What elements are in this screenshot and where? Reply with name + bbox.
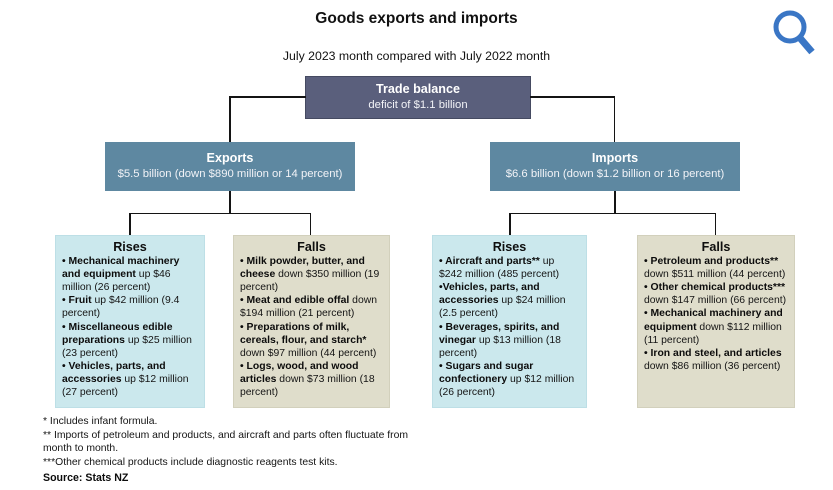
list-item: • Other chemical products*** down $147 m… — [644, 282, 787, 307]
exports-rises-list: • Mechanical machinery and equipment up … — [62, 255, 198, 399]
footnote: * Includes infant formula. — [43, 416, 158, 427]
imports-falls-box: Falls • Petroleum and products** down $5… — [637, 235, 795, 408]
page-title: Goods exports and imports — [315, 10, 518, 27]
connector-exports-hbar — [129, 212, 311, 214]
list-item: • Iron and steel, and articles down $86 … — [644, 347, 782, 372]
connector-trade-to-exports-h — [229, 96, 306, 98]
connector-imports-hbar — [509, 212, 716, 214]
imports-rises-title: Rises — [492, 240, 527, 254]
list-item: • Mechanical machinery and equipment dow… — [644, 308, 783, 346]
connector-trade-to-imports-h — [530, 96, 615, 98]
imports-falls-title: Falls — [701, 240, 731, 254]
list-item: •Vehicles, parts, and accessories up $24… — [439, 282, 566, 320]
list-item: • Fruit up $42 million (9.4 percent) — [62, 295, 180, 320]
exports-falls-title: Falls — [297, 240, 326, 254]
exports-rises-box: Rises • Mechanical machinery and equipme… — [55, 235, 205, 408]
list-item: • Meat and edible offal down $194 millio… — [240, 295, 378, 320]
list-item: • Logs, wood, and wood articles down $73… — [240, 360, 375, 399]
imports-rises-box: Rises • Aircraft and parts** up $242 mil… — [432, 235, 587, 408]
connector-imports-falls-v — [714, 212, 716, 236]
list-item: • Vehicles, parts, and accessories up $1… — [62, 360, 189, 399]
connector-exports-stem — [229, 191, 231, 213]
list-item: • Petroleum and products** down $511 mil… — [644, 256, 786, 281]
footnote: ***Other chemical products include diagn… — [43, 456, 338, 468]
connector-imports-rises-v — [509, 212, 511, 236]
list-item: • Sugars and sugar confectionery up $12 … — [439, 360, 575, 399]
imports-falls-list: • Petroleum and products** down $511 mil… — [644, 255, 788, 373]
exports-value: $5.5 billion (down $890 million or 14 pe… — [117, 168, 343, 181]
node-exports: Exports $5.5 billion (down $890 million … — [105, 142, 355, 191]
imports-title: Imports — [591, 151, 639, 166]
exports-falls-list: • Milk powder, butter, and cheese down $… — [240, 255, 383, 399]
list-item: • Miscellaneous edible preparations up $… — [62, 321, 192, 359]
connector-imports-stem — [614, 191, 616, 213]
source-credit: Source: Stats NZ — [43, 472, 129, 484]
trade-balance-title: Trade balance — [376, 82, 460, 97]
list-item: • Milk powder, butter, and cheese down $… — [240, 256, 380, 294]
connector-trade-to-imports-v — [613, 96, 615, 143]
connector-exports-falls-v — [309, 212, 311, 236]
footnotes: * Includes infant formula. ** Imports of… — [43, 415, 435, 469]
exports-title: Exports — [206, 151, 254, 166]
imports-value: $6.6 billion (down $1.2 billion or 16 pe… — [505, 168, 725, 181]
subtitle: July 2023 month compared with July 2022 … — [282, 49, 551, 63]
list-item: • Aircraft and parts** up $242 million (… — [439, 256, 560, 281]
list-item: • Preparations of milk, cereals, flour, … — [240, 321, 377, 359]
exports-falls-box: Falls • Milk powder, butter, and cheese … — [233, 235, 390, 408]
connector-exports-rises-v — [129, 212, 131, 236]
node-imports: Imports $6.6 billion (down $1.2 billion … — [490, 142, 740, 191]
trade-balance-value: deficit of $1.1 billion — [368, 99, 468, 112]
exports-rises-title: Rises — [113, 240, 147, 254]
node-trade-balance: Trade balance deficit of $1.1 billion — [305, 76, 531, 119]
search-icon[interactable] — [770, 6, 818, 58]
list-item: • Beverages, spirits, and vinegar up $13… — [439, 321, 561, 359]
list-item: • Mechanical machinery and equipment up … — [62, 256, 180, 294]
imports-rises-list: • Aircraft and parts** up $242 million (… — [439, 255, 580, 399]
connector-trade-to-exports-v — [229, 96, 231, 143]
footnote: ** Imports of petroleum and products, an… — [43, 429, 409, 455]
